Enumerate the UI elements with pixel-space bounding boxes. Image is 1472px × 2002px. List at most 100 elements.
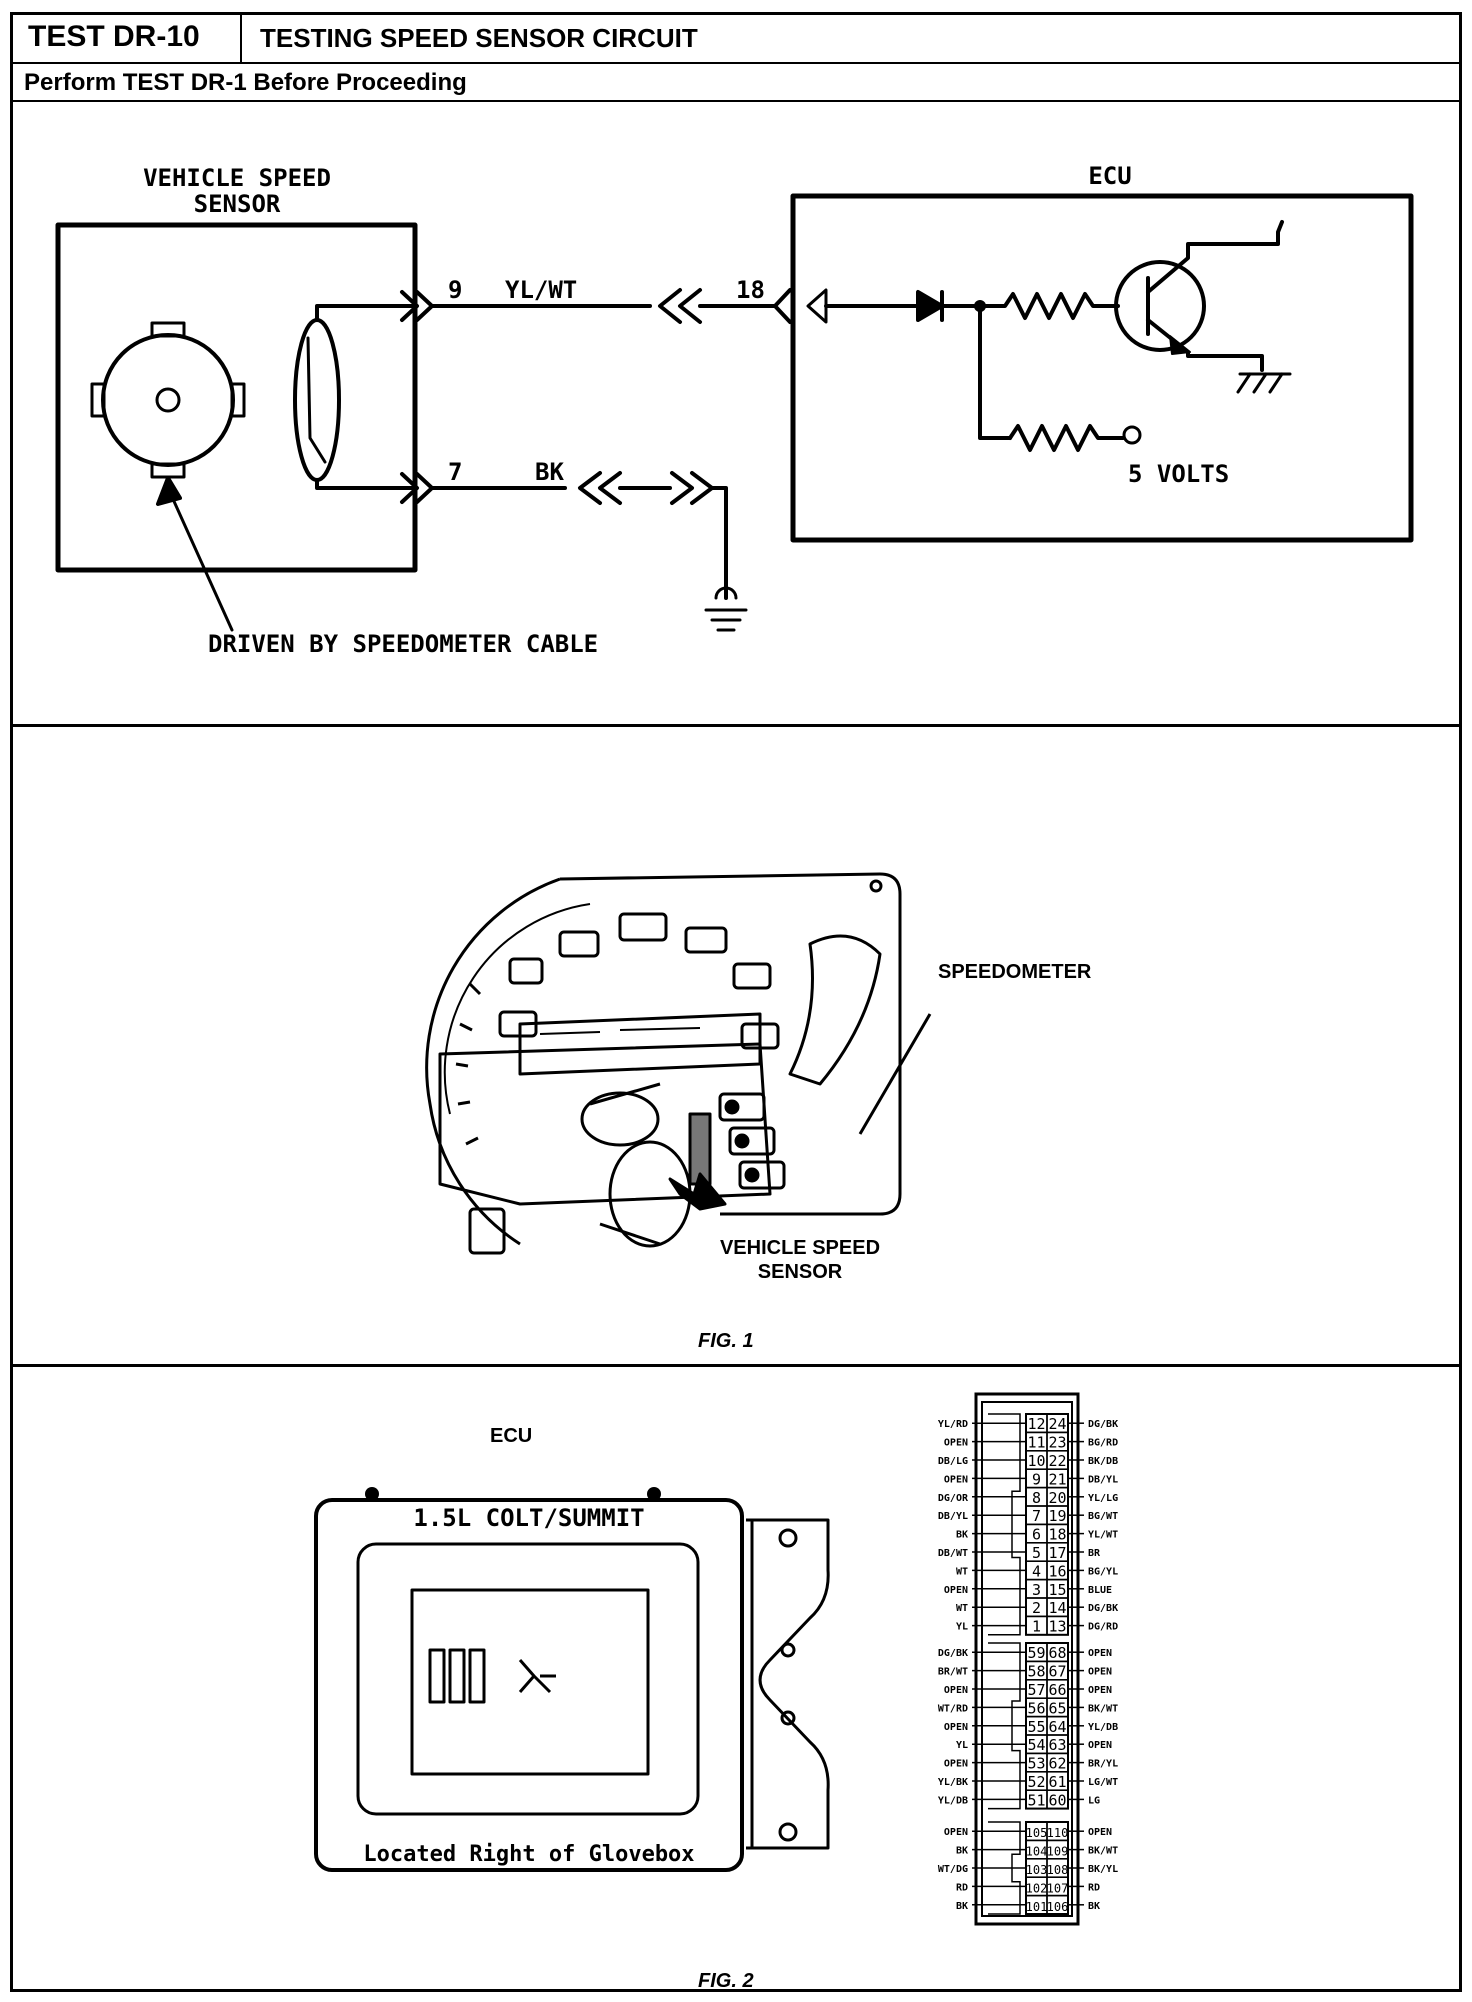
- wire-color-left: WT: [956, 1603, 968, 1614]
- wire-color-left: YL/BK: [938, 1777, 968, 1788]
- pin-number: 59: [1027, 1644, 1045, 1662]
- pin-number: 57: [1027, 1681, 1045, 1699]
- pin-number: 19: [1048, 1507, 1066, 1525]
- pin-number: 56: [1027, 1699, 1045, 1717]
- pin-number: 7: [1032, 1507, 1041, 1525]
- speed-sensor-schematic: VEHICLE SPEED SENSOR ECU 9 YL/WT 18 7 BK…: [55, 162, 1414, 658]
- wire-color-left: WT/RD: [938, 1703, 968, 1714]
- pin-number: 24: [1048, 1415, 1066, 1433]
- wire-color-left: OPEN: [944, 1759, 968, 1770]
- pin-number: 20: [1048, 1489, 1066, 1507]
- pin-number: 55: [1027, 1718, 1045, 1736]
- vss-label-line-2: SENSOR: [757, 1261, 843, 1283]
- test-id: TEST DR-10: [10, 12, 242, 62]
- wire-color-left: RD: [956, 1882, 968, 1893]
- pin-number: 11: [1027, 1434, 1045, 1452]
- wire-color-left: BR/WT: [938, 1667, 968, 1678]
- pin-number: 61: [1048, 1773, 1066, 1791]
- wire-color-left: BK: [956, 1530, 968, 1541]
- wire-color-left: OPEN: [944, 1585, 968, 1596]
- header-bar: TEST DR-10 TESTING SPEED SENSOR CIRCUIT: [10, 12, 1462, 64]
- pin-number: 105: [1026, 1826, 1048, 1840]
- pin-number: 110: [1047, 1826, 1069, 1840]
- wire-color-left: DG/OR: [938, 1493, 969, 1504]
- diode: [916, 290, 944, 322]
- wire-color-right: BG/YL: [1088, 1566, 1118, 1577]
- wire-color-left: DB/LG: [938, 1456, 968, 1467]
- module-title: 1.5L COLT/SUMMIT: [413, 1504, 645, 1532]
- driven-by-label: DRIVEN BY SPEEDOMETER CABLE: [208, 630, 598, 658]
- wire-color-left: YL: [956, 1622, 968, 1633]
- wire-color-left: OPEN: [944, 1685, 968, 1696]
- section-divider-2: [10, 1364, 1462, 1367]
- pin-number: 107: [1047, 1881, 1069, 1895]
- pin-number: 51: [1027, 1791, 1045, 1809]
- pin-number: 63: [1048, 1736, 1066, 1754]
- pin-number: 52: [1027, 1773, 1045, 1791]
- pin-number: 22: [1048, 1452, 1066, 1470]
- pin-number: 103: [1026, 1863, 1048, 1877]
- pin-number: 10: [1027, 1452, 1045, 1470]
- wire-color-right: BLUE: [1088, 1585, 1112, 1596]
- pin-number: 15: [1048, 1581, 1066, 1599]
- wire-color-right: BR: [1088, 1548, 1101, 1559]
- pin-number: 13: [1048, 1618, 1066, 1636]
- pin-number: 60: [1048, 1791, 1066, 1809]
- pin-number: 9: [1032, 1470, 1041, 1488]
- reed-switch: [293, 318, 341, 482]
- vss-title-1: VEHICLE SPEED: [143, 164, 331, 192]
- wire-color-right: OPEN: [1088, 1667, 1112, 1678]
- resistor-pullup: [1008, 424, 1125, 452]
- pin-number: 5: [1032, 1544, 1041, 1562]
- sensor-rotor: [101, 333, 235, 467]
- pin-number: 2: [1032, 1599, 1041, 1617]
- wire-color-right: BG/WT: [1088, 1511, 1118, 1522]
- wire-color-right: YL/WT: [1088, 1530, 1118, 1541]
- vss-label-line-1: VEHICLE SPEED: [719, 1237, 881, 1259]
- wire-color-right: DG/BK: [1088, 1603, 1118, 1614]
- wire-color-right: RD: [1088, 1882, 1100, 1893]
- pin-number: 21: [1048, 1470, 1066, 1488]
- transistor: [1114, 260, 1206, 352]
- wire-color-left: DB/YL: [938, 1511, 968, 1522]
- five-volts-label: 5 VOLTS: [1128, 460, 1229, 488]
- pin-number: 6: [1032, 1526, 1041, 1544]
- connector-key: [988, 1821, 1021, 1915]
- page-frame: [10, 12, 1462, 1992]
- wire-color-left: WT: [956, 1566, 968, 1577]
- pin-number: 16: [1048, 1562, 1066, 1580]
- pin-number: 106: [1047, 1900, 1069, 1914]
- wire-color-left: OPEN: [944, 1722, 968, 1733]
- wire-color-right: BK/YL: [1088, 1864, 1118, 1875]
- ecu-label: ECU: [490, 1425, 533, 1447]
- pin-number: 62: [1048, 1755, 1066, 1773]
- wire-color-left: BK: [956, 1901, 968, 1912]
- pin-number: 104: [1026, 1845, 1048, 1859]
- pin-number: 17: [1048, 1544, 1066, 1562]
- wire-color-right: BK/WT: [1088, 1703, 1118, 1714]
- module-location: Located Right of Glovebox: [363, 1842, 695, 1867]
- pin-7: 7: [448, 458, 462, 486]
- pin-number: 3: [1032, 1581, 1041, 1599]
- pin-number: 66: [1048, 1681, 1066, 1699]
- fig1-caption: FIG. 1: [698, 1330, 754, 1352]
- wire-color-right: LG: [1088, 1795, 1100, 1806]
- pin-number: 53: [1027, 1755, 1045, 1773]
- resistor-base: [978, 292, 1120, 320]
- wire-color-left: OPEN: [944, 1438, 968, 1449]
- prerequisite-note: Perform TEST DR-1 Before Proceeding: [10, 64, 1462, 102]
- pin-number: 101: [1026, 1900, 1048, 1914]
- pointer-arrow: [166, 486, 234, 632]
- connector-key: [988, 1642, 1021, 1810]
- wire-color-left: BK: [956, 1846, 968, 1857]
- section-divider-1: [10, 724, 1462, 727]
- connector-key: [988, 1413, 1021, 1636]
- wire-color-right: OPEN: [1088, 1685, 1112, 1696]
- wire-color-left: YL/RD: [938, 1419, 968, 1430]
- pin-number: 54: [1027, 1736, 1045, 1754]
- fig2-caption: FIG. 2: [698, 1970, 754, 1992]
- inline-connector-bk: [578, 471, 622, 505]
- speedometer-label: SPEEDOMETER: [938, 961, 1092, 983]
- pin-9: 9: [448, 276, 462, 304]
- wire-7-color: BK: [535, 458, 564, 486]
